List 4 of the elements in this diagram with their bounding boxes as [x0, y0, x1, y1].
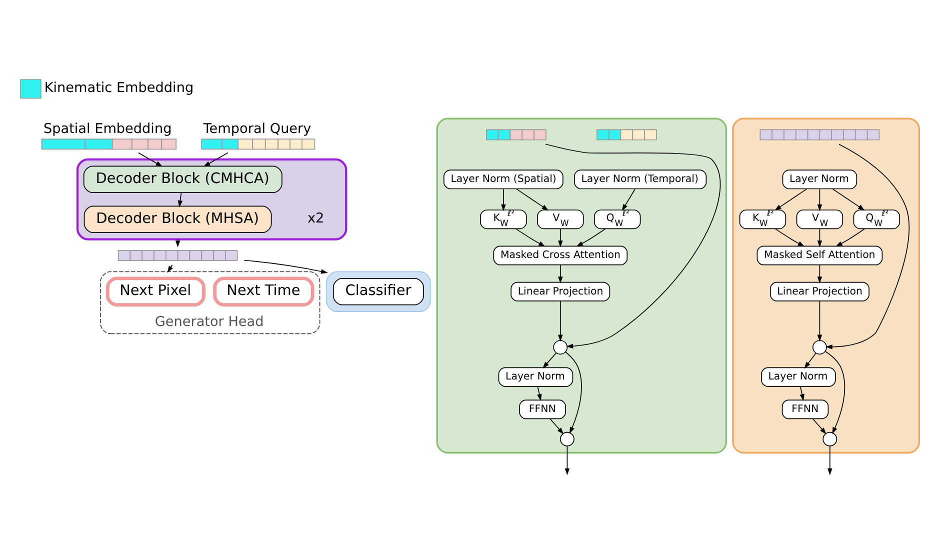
legend-label: Kinematic Embedding	[44, 80, 194, 96]
node-label: Temporal Query	[203, 120, 312, 136]
node-label: Spatial Embedding	[43, 120, 172, 136]
node-label: x2	[307, 210, 324, 226]
